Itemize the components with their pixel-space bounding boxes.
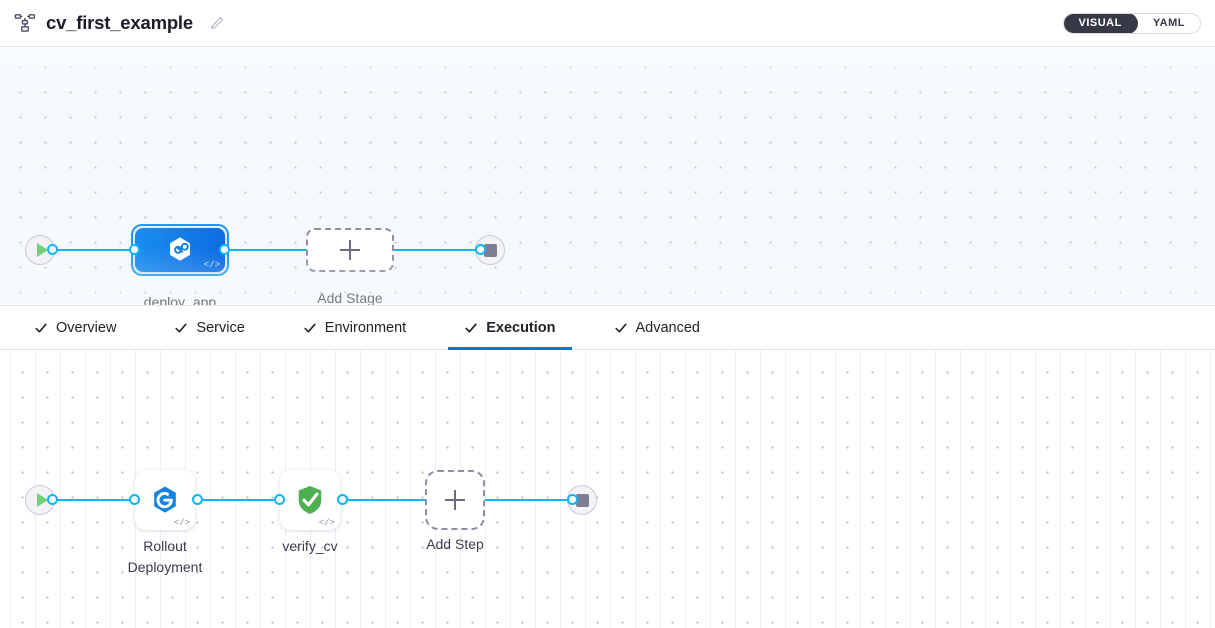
tab-environment[interactable]: Environment [287,306,422,349]
step-card-rollout-deployment[interactable]: </> [135,470,195,530]
step-rollout-in-port[interactable] [129,494,140,505]
step-verify-in-port[interactable] [274,494,285,505]
check-icon [35,323,47,332]
step-node-verify-cv[interactable]: </> verify_cv [280,470,340,554]
step-edge-addstep-to-end [484,499,574,501]
stop-icon [483,243,497,257]
rollout-deployment-icon [154,486,176,513]
stage-node-label-deploy-app: deploy_app [143,294,217,306]
step-card-verify-cv[interactable]: </> [280,470,340,530]
page-title: cv_first_example [46,12,193,33]
harness-hexagon-icon [170,237,190,261]
step-verify-out-port[interactable] [337,494,348,505]
stage-graph-canvas[interactable]: </> deploy_app Add Stage [0,47,1215,306]
view-toggle-yaml[interactable]: YAML [1138,14,1200,33]
step-code-badge-verify: </> [318,518,335,528]
check-icon [175,323,188,332]
stage-code-badge: </> [203,260,220,270]
stage-node-deploy-app[interactable]: </> deploy_app [131,224,229,305]
tab-service[interactable]: Service [158,306,260,349]
stage-deploy-in-port[interactable] [129,244,140,255]
stage-config-tabs[interactable]: Overview Service Environment Execution A… [0,306,1215,350]
green-shield-check-icon [298,486,322,514]
step-label-verify-cv: verify_cv [282,538,338,554]
view-mode-toggle[interactable]: VISUAL YAML [1062,12,1201,34]
step-edge-start-to-rollout [52,499,142,501]
pipeline-header: cv_first_example VISUAL YAML [0,0,1215,47]
step-edge-verify-to-addstep [338,499,428,501]
play-icon [36,243,48,257]
step-node-rollout-deployment[interactable]: </> Rollout Deployment [128,470,202,575]
view-toggle-visual[interactable]: VISUAL [1063,13,1138,33]
check-icon [614,323,627,332]
plus-icon [445,490,465,510]
check-icon [304,323,316,332]
step-code-badge-rollout: </> [173,518,190,528]
stage-node-body[interactable]: </> [131,224,229,276]
stage-edge-start-to-deploy [52,249,136,251]
stage-end-port[interactable] [475,244,486,255]
check-icon [465,322,477,333]
play-icon [36,493,48,507]
stage-deploy-out-port[interactable] [219,244,230,255]
step-start-port[interactable] [47,494,58,505]
plus-icon [340,240,360,260]
step-rollout-out-port[interactable] [192,494,203,505]
stop-icon [575,493,589,507]
tab-label-environment: Environment [324,319,407,336]
tab-label-execution: Execution [486,319,556,336]
pencil-edit-icon[interactable] [209,15,225,31]
step-edge-rollout-to-verify [190,499,290,501]
stage-edge-addstage-to-end [392,249,482,251]
tab-overview[interactable]: Overview [18,306,132,349]
stage-start-port[interactable] [47,244,58,255]
stage-edge-deploy-to-addstage [224,249,308,251]
tab-label-advanced: Advanced [635,319,701,336]
header-left-group: cv_first_example [14,12,225,34]
tab-execution[interactable]: Execution [448,306,572,350]
step-end-port[interactable] [567,494,578,505]
add-step-label: Add Step [426,536,484,552]
add-stage-button[interactable] [306,228,394,272]
add-stage-node[interactable]: Add Stage [306,228,394,305]
tab-advanced[interactable]: Advanced [598,306,717,349]
add-stage-label: Add Stage [317,290,383,306]
header-right-group: VISUAL YAML [1062,12,1201,34]
step-label-rollout-deployment: Rollout Deployment [127,538,203,575]
add-step-button[interactable] [425,470,485,530]
tab-label-overview: Overview [56,319,117,336]
add-step-node[interactable]: Add Step [425,470,485,552]
execution-steps-canvas[interactable]: </> Rollout Deployment </> verify_cv A [0,350,1215,628]
tab-label-service: Service [196,319,245,336]
pipeline-icon [14,12,36,34]
